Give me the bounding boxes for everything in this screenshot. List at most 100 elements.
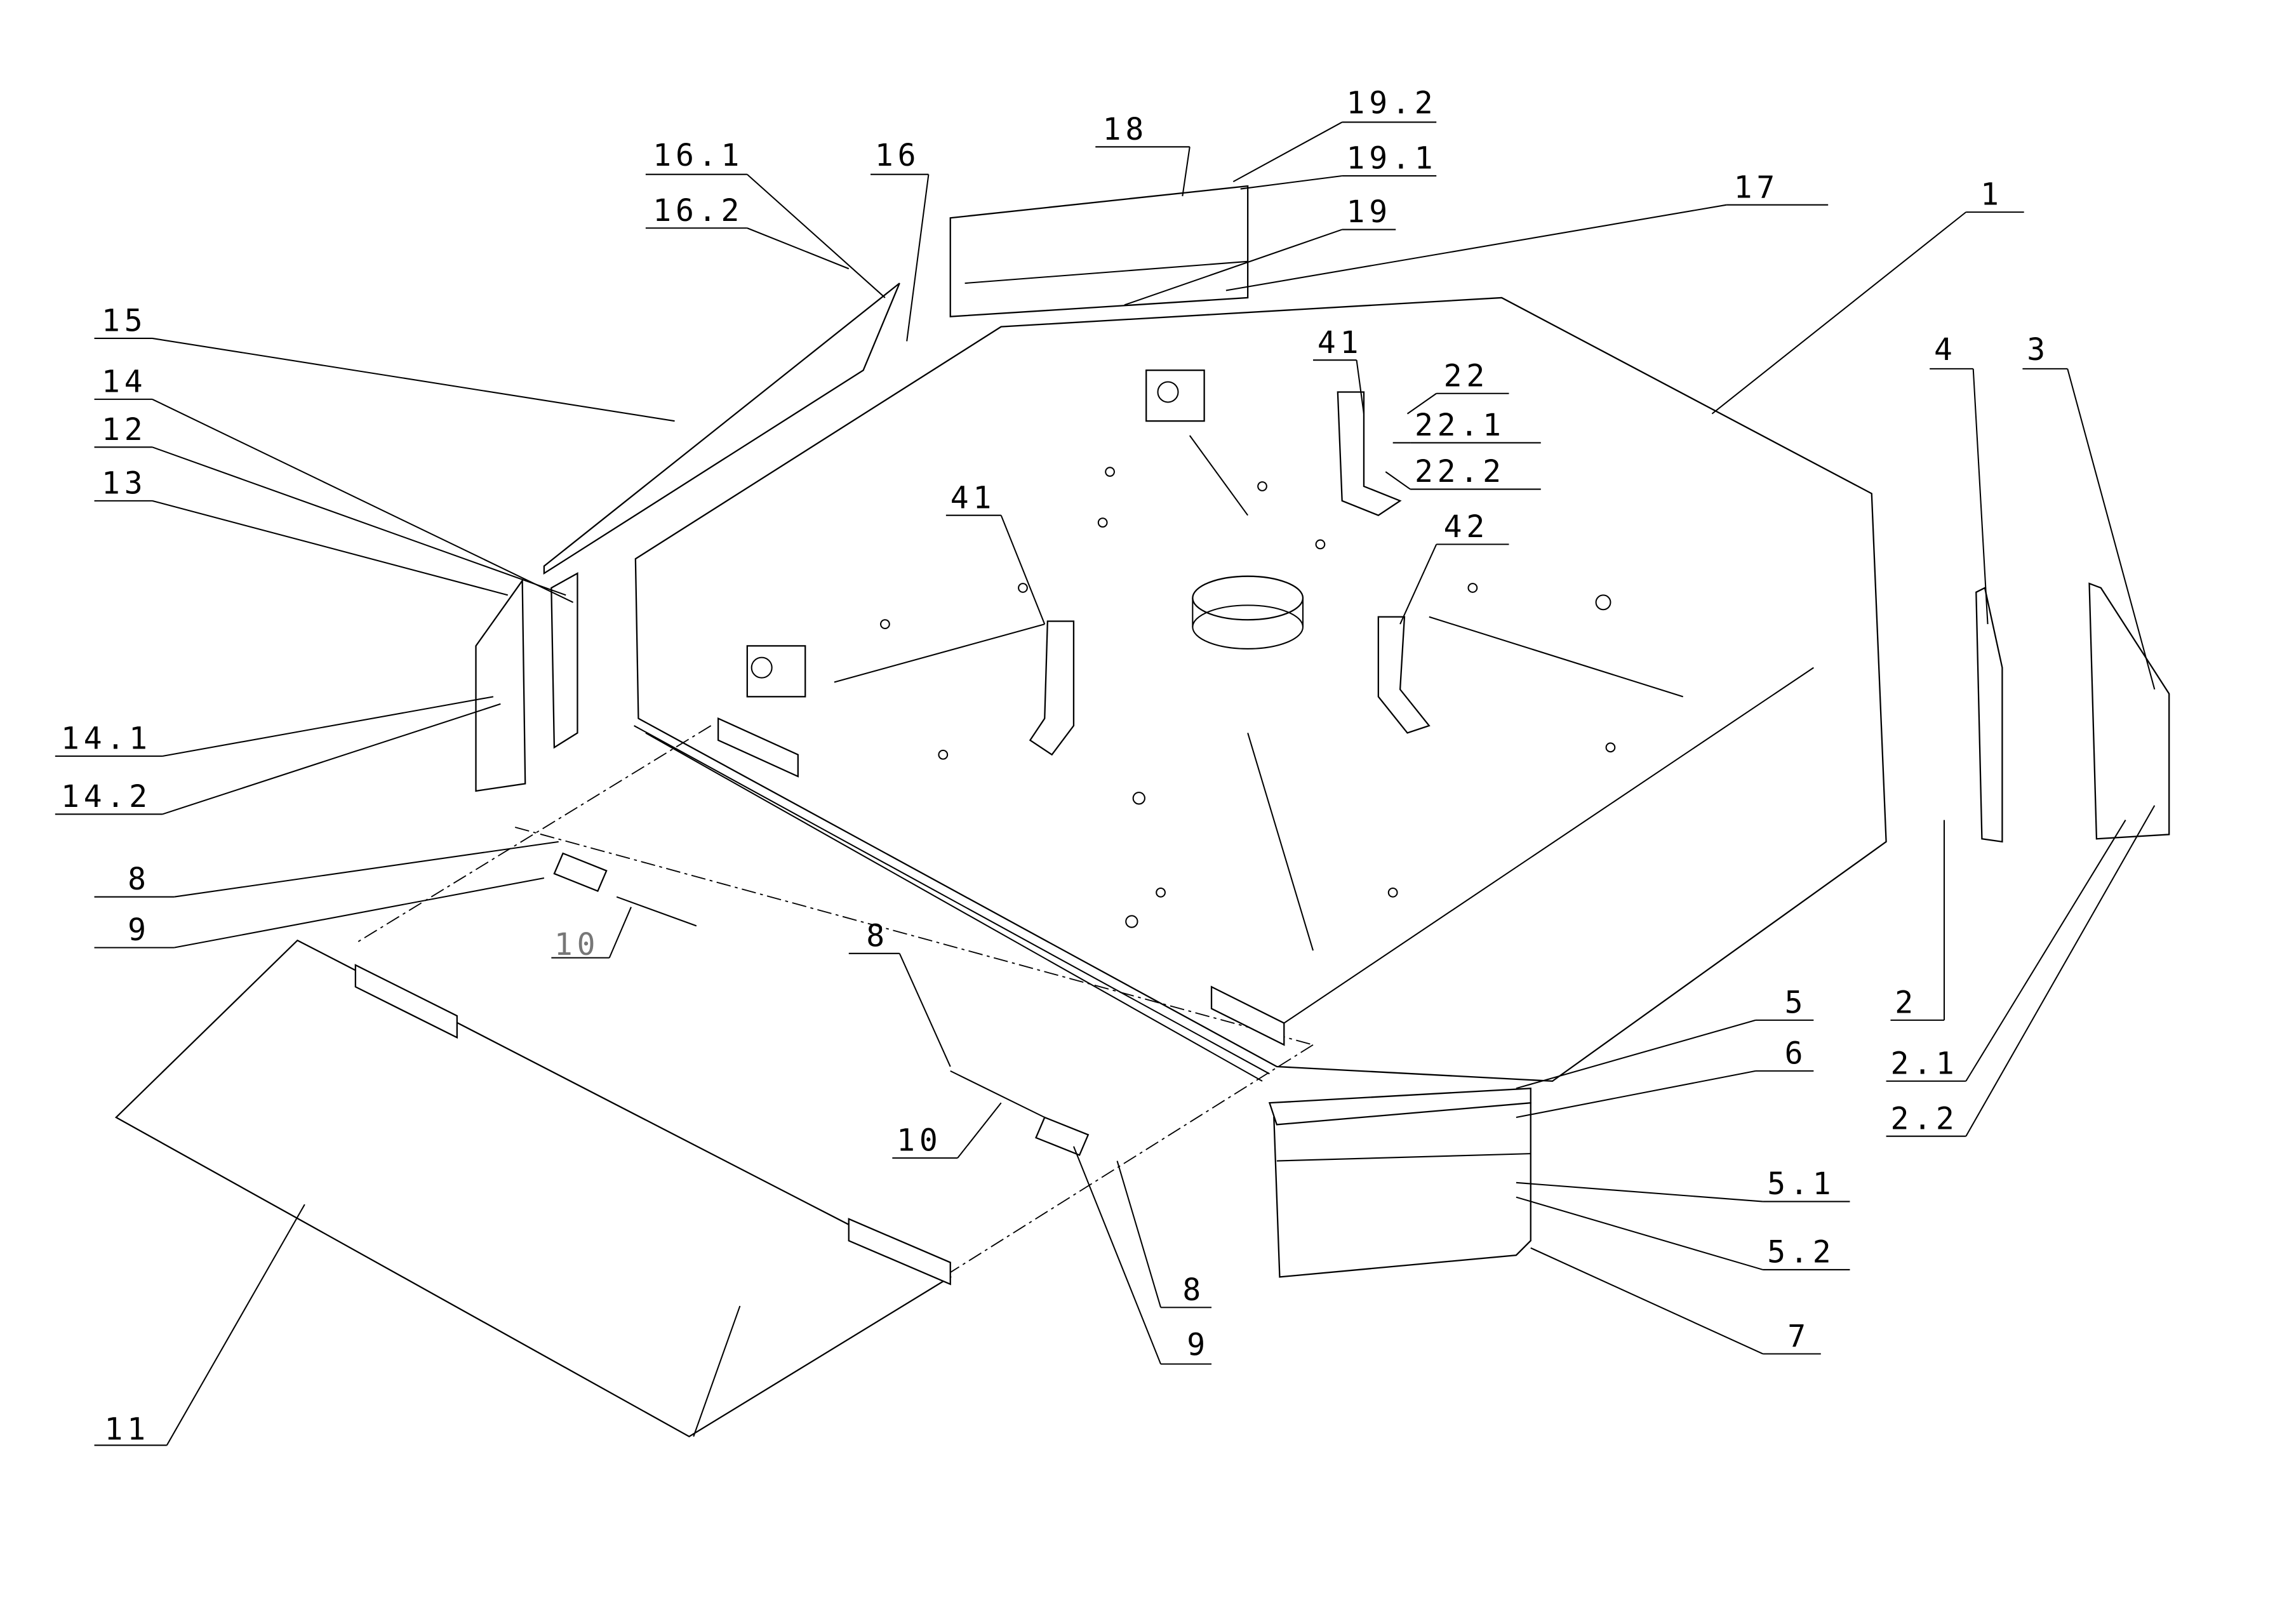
leader-line bbox=[162, 696, 494, 757]
leader-line bbox=[174, 877, 545, 948]
panel-3 bbox=[2088, 582, 2170, 840]
part-callout: 10 bbox=[892, 1102, 1002, 1159]
part-number-label: 19.2 bbox=[1347, 86, 1438, 121]
part-callout: 42 bbox=[1399, 509, 1509, 625]
part-callout: 19 bbox=[1124, 194, 1396, 306]
leader-line bbox=[1516, 1070, 1756, 1119]
part-number-label: 5.1 bbox=[1767, 1166, 1835, 1202]
part-number-label: 3 bbox=[2027, 332, 2050, 368]
part-callout: 1 bbox=[1711, 177, 2024, 415]
part-callout: 16.1 bbox=[645, 138, 886, 298]
part-callout: 9 bbox=[1073, 1146, 1212, 1365]
leader-line bbox=[747, 227, 850, 270]
leader-line bbox=[1516, 1196, 1763, 1270]
part-number-label: 42 bbox=[1444, 509, 1489, 545]
part-callout: 14 bbox=[94, 364, 574, 603]
panel-15 bbox=[543, 283, 900, 575]
part-callout: 5.2 bbox=[1516, 1196, 1850, 1270]
leader-line bbox=[1516, 1019, 1756, 1089]
part-number-label: 12 bbox=[102, 412, 147, 448]
panel-12 bbox=[550, 572, 578, 749]
part-callout: 7 bbox=[1530, 1247, 1821, 1355]
part-number-label: 17 bbox=[1734, 170, 1779, 205]
part-callout: 41 bbox=[945, 480, 1046, 625]
part-callout: 12 bbox=[94, 412, 566, 596]
leader-line bbox=[152, 337, 675, 422]
part-number-label: 7 bbox=[1787, 1319, 1810, 1354]
part-callout: 4 bbox=[1930, 332, 1989, 625]
leader-line bbox=[1516, 1181, 1763, 1202]
part-callout: 16 bbox=[871, 138, 930, 342]
deck-plate bbox=[634, 296, 1887, 1082]
part-callout: 14.1 bbox=[55, 696, 494, 757]
part-number-label: 22.2 bbox=[1415, 454, 1505, 489]
panel-18 bbox=[949, 185, 1249, 317]
leader-line bbox=[1972, 368, 1989, 625]
leader-line bbox=[1965, 805, 2156, 1137]
part-number-label: 10 bbox=[554, 927, 599, 962]
part-callout: 19.2 bbox=[1232, 86, 1438, 183]
block bbox=[1145, 369, 1205, 422]
leader-line bbox=[1124, 229, 1343, 306]
part-number-label: 8 bbox=[1182, 1272, 1205, 1308]
leader-line bbox=[1530, 1247, 1763, 1355]
part-number-label: 16.1 bbox=[653, 138, 744, 173]
leader-line bbox=[1711, 211, 1966, 415]
block bbox=[746, 645, 806, 698]
leader-line bbox=[1073, 1146, 1162, 1364]
leader-line bbox=[174, 841, 559, 898]
part-number-label: 9 bbox=[128, 912, 150, 948]
part-number-label: 11 bbox=[105, 1411, 150, 1447]
panel-4 bbox=[1975, 587, 2003, 843]
leader-line bbox=[1116, 1161, 1162, 1308]
part-callout: 3 bbox=[2022, 332, 2156, 690]
part-number-label: 16 bbox=[875, 138, 920, 173]
leader-line bbox=[1182, 147, 1191, 197]
leader-line bbox=[747, 173, 886, 298]
part-callout: 2.2 bbox=[1886, 805, 2156, 1137]
part-callout: 13 bbox=[94, 465, 509, 596]
part-number-label: 2 bbox=[1895, 985, 1918, 1020]
part-number-label: 10 bbox=[897, 1123, 942, 1159]
part-callout: 5 bbox=[1516, 985, 1814, 1089]
part-callout: 8 bbox=[94, 841, 559, 898]
leader-line bbox=[608, 907, 632, 959]
part-callout: 8 bbox=[1116, 1161, 1212, 1308]
part-number-label: 6 bbox=[1785, 1035, 1808, 1071]
part-callout: 11 bbox=[94, 1204, 305, 1447]
leader-line bbox=[1232, 121, 1343, 183]
part-number-label: 22.1 bbox=[1415, 408, 1505, 443]
part-number-label: 5 bbox=[1785, 985, 1808, 1020]
leader-line bbox=[1240, 175, 1342, 190]
parts-drawing bbox=[114, 185, 2170, 1438]
part-number-label: 14 bbox=[102, 364, 147, 399]
leader-line bbox=[1385, 471, 1411, 490]
part-number-label: 19 bbox=[1347, 194, 1392, 230]
part-callout: 22.2 bbox=[1385, 454, 1541, 490]
part-callout: 16.2 bbox=[645, 193, 850, 270]
panel-7 bbox=[1273, 1102, 1531, 1278]
part-number-label: 8 bbox=[866, 918, 889, 954]
leader-line bbox=[898, 953, 951, 1067]
part-callout: 2.1 bbox=[1886, 820, 2126, 1082]
leader-line bbox=[152, 398, 574, 603]
plate-holes bbox=[880, 467, 1616, 928]
part-number-label: 8 bbox=[128, 862, 150, 897]
part-number-label: 5.2 bbox=[1767, 1235, 1835, 1270]
part-number-label: 18 bbox=[1103, 112, 1148, 147]
part-callout: 41 bbox=[1312, 325, 1364, 414]
leader-line bbox=[152, 446, 566, 596]
part-callout: 9 bbox=[94, 877, 545, 948]
part-callout: 15 bbox=[94, 303, 675, 422]
part-number-label: 4 bbox=[1934, 332, 1957, 368]
part-number-label: 41 bbox=[951, 480, 996, 516]
part-number-label: 15 bbox=[102, 303, 147, 338]
part-number-label: 16.2 bbox=[653, 193, 744, 229]
part-number-label: 22 bbox=[1444, 358, 1489, 394]
part-callout: 10 bbox=[551, 907, 632, 962]
part-callout: 14.2 bbox=[55, 703, 501, 815]
part-number-label: 19.1 bbox=[1347, 141, 1438, 176]
leader-line bbox=[1356, 360, 1364, 414]
part-callout: 18 bbox=[1095, 112, 1191, 197]
